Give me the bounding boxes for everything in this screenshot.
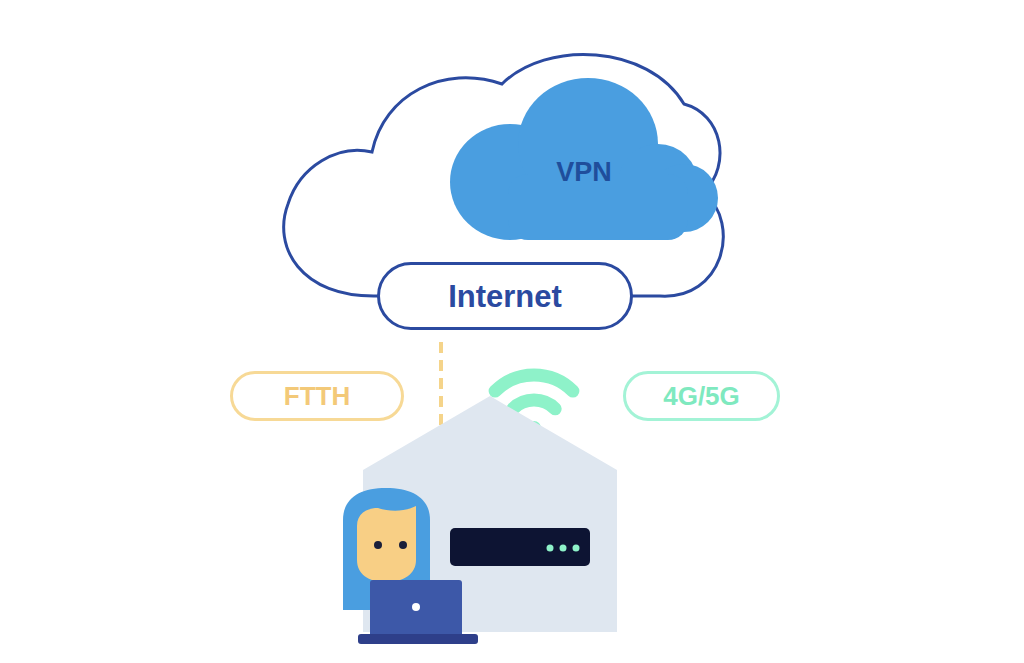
vpn-cloud: VPN <box>448 74 720 244</box>
internet-pill: Internet <box>377 262 633 330</box>
ftth-pill: FTTH <box>230 371 404 421</box>
laptop <box>358 580 478 644</box>
node-label: 4G/5G <box>663 383 740 409</box>
mobile-pill: 4G/5G <box>623 371 780 421</box>
router-lights <box>547 545 580 552</box>
node-label: Internet <box>448 281 562 312</box>
router <box>450 528 590 566</box>
internet-cloud <box>284 54 724 296</box>
node-label: VPN <box>556 159 612 186</box>
node-label: FTTH <box>284 383 350 409</box>
fiber-line <box>439 342 443 436</box>
